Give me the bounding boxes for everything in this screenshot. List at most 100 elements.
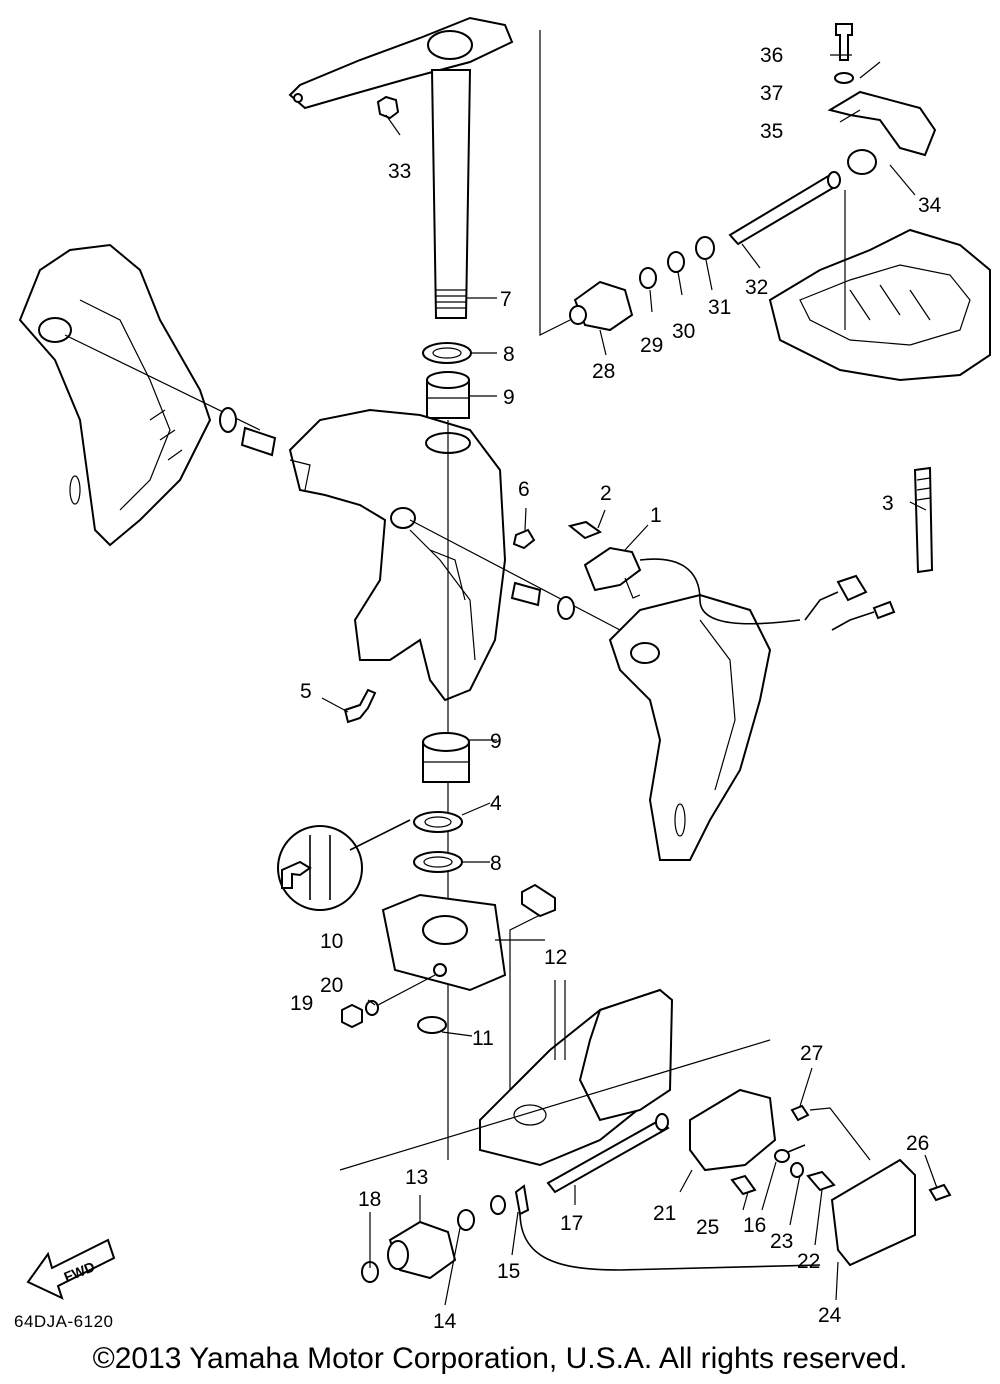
callout-11: 11 xyxy=(472,1027,494,1050)
callout-8-bottom: 8 xyxy=(490,852,502,875)
swivel-bracket xyxy=(288,408,507,702)
steering-yoke-10 xyxy=(381,893,507,992)
callout-4: 4 xyxy=(490,792,502,815)
callout-33: 33 xyxy=(388,160,411,183)
grease-nipple-6 xyxy=(512,528,536,550)
callout-5: 5 xyxy=(300,680,312,703)
washer-14 xyxy=(457,1209,475,1231)
callout-13: 13 xyxy=(405,1166,428,1189)
callout-35: 35 xyxy=(760,120,783,143)
fwd-arrow: FWD xyxy=(26,1238,116,1300)
callout-2: 2 xyxy=(600,482,612,505)
washer-29 xyxy=(639,267,657,289)
screw-26 xyxy=(928,1183,952,1202)
callout-26: 26 xyxy=(906,1132,929,1155)
bushing-34 xyxy=(847,149,877,175)
washer-37 xyxy=(834,72,854,84)
callout-17: 17 xyxy=(560,1212,583,1235)
callout-1: 1 xyxy=(650,504,662,527)
bushing-9-top xyxy=(426,371,470,419)
connector xyxy=(804,574,896,631)
terminal-15 xyxy=(514,1184,821,1271)
washer-31 xyxy=(695,236,715,260)
cable-tie-3 xyxy=(913,466,934,574)
washer-8-top xyxy=(422,342,472,364)
callout-9-top: 9 xyxy=(503,386,515,409)
bolt-17 xyxy=(546,1113,670,1194)
bushing-center xyxy=(510,581,542,607)
callout-28: 28 xyxy=(592,360,615,383)
seal-detail xyxy=(277,819,411,911)
bolt-25 xyxy=(730,1174,757,1196)
callout-22: 22 xyxy=(797,1250,820,1273)
callout-18: 18 xyxy=(358,1188,381,1211)
callout-3: 3 xyxy=(882,492,894,515)
callout-24: 24 xyxy=(818,1304,842,1327)
trim-motor-28 xyxy=(569,280,634,332)
engine-bracket xyxy=(768,228,991,382)
callout-6: 6 xyxy=(518,478,530,501)
leader-tilt-axis xyxy=(409,519,621,631)
washer-23 xyxy=(790,1162,804,1178)
nut-33 xyxy=(376,95,400,120)
callout-15: 15 xyxy=(497,1260,520,1283)
leader-27 xyxy=(809,1107,871,1161)
circlip-11 xyxy=(417,1016,447,1034)
washer-30 xyxy=(667,251,685,273)
steering-arm xyxy=(288,16,514,110)
bracket-21 xyxy=(689,1088,777,1172)
pivot-bushing xyxy=(240,426,277,457)
callout-7: 7 xyxy=(500,288,512,311)
bushing-9-bottom xyxy=(422,732,470,783)
callout-9-bottom: 9 xyxy=(490,730,502,753)
steering-shaft xyxy=(430,69,472,319)
callout-21: 21 xyxy=(653,1202,676,1225)
trim-sensor-1 xyxy=(583,546,801,625)
callout-30: 30 xyxy=(672,320,695,343)
bolt-22 xyxy=(806,1170,836,1192)
motor-13 xyxy=(387,1220,457,1280)
callout-32: 32 xyxy=(745,276,768,299)
callout-10: 10 xyxy=(320,930,343,953)
stopper-12 xyxy=(521,883,556,918)
clip-16 xyxy=(774,1144,806,1163)
callout-14: 14 xyxy=(433,1310,457,1333)
screw-5 xyxy=(343,688,377,724)
callouts: 1 2 3 4 5 6 7 8 8 9 9 10 11 12 13 14 15 … xyxy=(290,44,942,1333)
callout-leaders xyxy=(321,54,938,1306)
nut-27 xyxy=(790,1104,810,1122)
nut-19 xyxy=(341,1003,363,1029)
callout-37: 37 xyxy=(760,82,783,105)
screw-2 xyxy=(567,520,603,540)
pivot-washer xyxy=(219,407,237,433)
callout-29: 29 xyxy=(640,334,663,357)
lower-mount-housing xyxy=(479,980,674,1167)
clamp-bracket-left xyxy=(18,243,212,547)
callout-27: 27 xyxy=(800,1042,823,1065)
callout-16: 16 xyxy=(743,1214,766,1237)
tilt-pin-32 xyxy=(728,171,841,246)
callout-25: 25 xyxy=(696,1216,719,1239)
diagram-code: 64DJA-6120 xyxy=(14,1312,114,1331)
washer-8-bottom xyxy=(413,851,463,873)
bracket-35 xyxy=(827,90,937,157)
leader-mount xyxy=(339,1039,771,1171)
callout-19: 19 xyxy=(290,992,313,1015)
clamp-bracket-right xyxy=(608,593,772,861)
leader-12 xyxy=(509,914,541,1100)
washer-15 xyxy=(490,1195,506,1215)
leader-frame-top xyxy=(539,30,571,336)
callout-20: 20 xyxy=(320,974,343,997)
leader-20 xyxy=(377,974,436,1006)
callout-23: 23 xyxy=(770,1230,793,1253)
callout-8-top: 8 xyxy=(503,343,515,366)
cover-24 xyxy=(830,1158,916,1267)
callout-31: 31 xyxy=(708,296,731,319)
seal-4 xyxy=(413,811,463,833)
washer-center xyxy=(557,596,575,620)
bolt-36 xyxy=(835,23,853,61)
callout-36: 36 xyxy=(760,44,783,67)
callout-12: 12 xyxy=(544,946,567,969)
copyright-notice: ©2013 Yamaha Motor Corporation, U.S.A. A… xyxy=(92,1342,908,1375)
